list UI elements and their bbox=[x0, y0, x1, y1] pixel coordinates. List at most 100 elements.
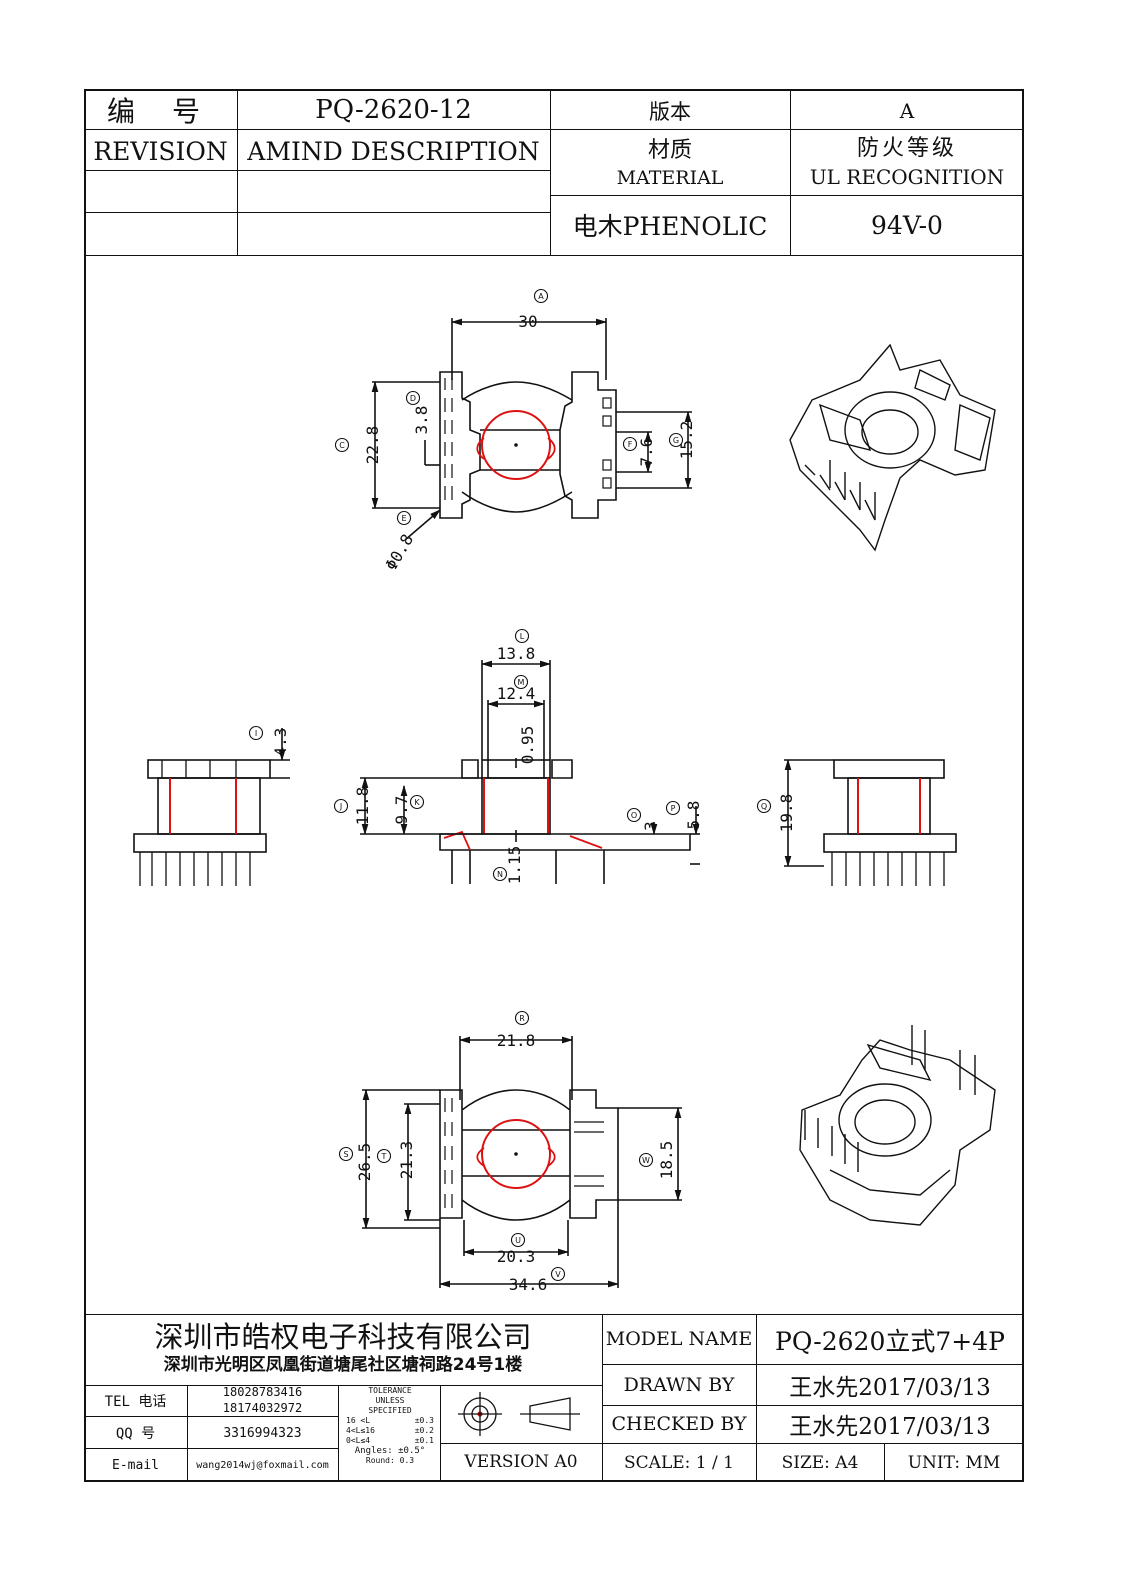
dim-w: 18.5 bbox=[657, 1141, 676, 1180]
tolerance-line-1: TOLERANCE bbox=[368, 1386, 412, 1395]
balloon-o: O bbox=[626, 807, 642, 823]
svg-text:G: G bbox=[673, 436, 679, 445]
fire-en: UL RECOGNITION bbox=[809, 165, 1005, 189]
tel-1: 18028783416 bbox=[222, 1385, 303, 1399]
balloon-k: K bbox=[409, 794, 425, 810]
model-name-label: MODEL NAME bbox=[605, 1328, 753, 1350]
dim-a: 30 bbox=[518, 312, 537, 331]
material-value: 电木PHENOLIC bbox=[572, 212, 768, 241]
svg-text:U: U bbox=[515, 1236, 521, 1245]
top-isometric-view bbox=[789, 343, 996, 552]
number-label: 编 号 bbox=[107, 94, 214, 128]
drawing-frame bbox=[84, 89, 1024, 1482]
part-number: PQ-2620-12 bbox=[315, 94, 472, 125]
fire-value: 94V-0 bbox=[871, 210, 943, 240]
dim-m: 12.4 bbox=[497, 684, 536, 703]
bottom-view bbox=[362, 1036, 682, 1288]
svg-text:E: E bbox=[401, 514, 406, 523]
svg-text:I: I bbox=[255, 729, 257, 738]
svg-text:S: S bbox=[343, 1150, 348, 1159]
company-name: 深圳市皓权电子科技有限公司 bbox=[154, 1320, 532, 1354]
balloon-g: G bbox=[668, 432, 684, 448]
balloon-c: C bbox=[334, 437, 350, 453]
dim-f: 7.6 bbox=[637, 438, 656, 467]
balloon-a: A bbox=[533, 288, 549, 304]
balloon-t: T bbox=[376, 1148, 392, 1164]
dim-k: 9.7 bbox=[392, 796, 411, 825]
drawn-by-label: DRAWN BY bbox=[623, 1374, 735, 1396]
balloon-j: J bbox=[333, 798, 349, 814]
svg-text:N: N bbox=[497, 870, 503, 879]
dim-j: 11.8 bbox=[353, 787, 372, 826]
balloon-v: V bbox=[550, 1266, 566, 1282]
model-name-value: PQ-2620立式7+4P bbox=[775, 1327, 1005, 1356]
dim-l: 13.8 bbox=[497, 644, 536, 663]
dim-q: 19.8 bbox=[777, 794, 796, 833]
drawn-by-value: 王水先2017/03/13 bbox=[789, 1375, 991, 1401]
round: Round: 0.3 bbox=[365, 1456, 415, 1465]
balloon-n: N bbox=[492, 866, 508, 882]
balloon-s: S bbox=[338, 1146, 354, 1162]
dim-c: 22.8 bbox=[363, 426, 382, 465]
side-view-right bbox=[784, 758, 957, 886]
balloon-p: P bbox=[665, 800, 681, 816]
checked-by-value: 王水先2017/03/13 bbox=[789, 1414, 991, 1440]
fire-cn: 防火等级 bbox=[856, 136, 957, 161]
dim-i: 4.3 bbox=[271, 728, 290, 757]
material-en: MATERIAL bbox=[616, 167, 724, 189]
svg-text:T: T bbox=[381, 1152, 387, 1161]
dim-d: 3.8 bbox=[412, 406, 431, 435]
balloon-m: M bbox=[513, 674, 529, 690]
size: SIZE: A4 bbox=[781, 1452, 859, 1473]
amind-label: AMIND DESCRIPTION bbox=[247, 136, 540, 166]
email-label: E-mail bbox=[112, 1457, 159, 1473]
checked-by-label: CHECKED BY bbox=[611, 1413, 747, 1435]
version-a0: VERSION A0 bbox=[464, 1452, 578, 1472]
balloon-e: E bbox=[396, 510, 412, 526]
dim-g: 15.2 bbox=[677, 421, 696, 460]
projection-symbol bbox=[458, 1392, 580, 1436]
svg-text:V: V bbox=[555, 1270, 561, 1279]
svg-text:P: P bbox=[671, 804, 676, 813]
svg-text:D: D bbox=[410, 394, 416, 403]
tel-2: 18174032972 bbox=[222, 1401, 303, 1415]
svg-text:J: J bbox=[339, 802, 342, 811]
svg-text:C: C bbox=[339, 441, 345, 450]
side-view-left bbox=[133, 728, 290, 886]
balloon-r: R bbox=[514, 1010, 530, 1026]
front-view-center bbox=[360, 660, 700, 884]
dim-r: 21.8 bbox=[497, 1031, 536, 1050]
dim-e: Φ0.8 bbox=[381, 531, 417, 574]
dim-s: 26.5 bbox=[355, 1143, 374, 1182]
svg-text:L: L bbox=[520, 632, 525, 641]
balloon-l: L bbox=[514, 628, 530, 644]
version-label: 版本 bbox=[649, 99, 691, 124]
balloon-u: U bbox=[510, 1232, 526, 1248]
email-value[interactable]: wang2014wj@foxmail.com bbox=[196, 1459, 329, 1471]
balloon-q: Q bbox=[756, 798, 772, 814]
unit: UNIT: MM bbox=[907, 1452, 1001, 1473]
balloon-d: D bbox=[405, 390, 421, 406]
balloon-i: I bbox=[248, 725, 264, 741]
svg-text:O: O bbox=[631, 811, 637, 820]
dim-x: 0.95 bbox=[518, 726, 537, 765]
company-address: 深圳市光明区凤凰街道塘尾社区塘祠路24号1楼 bbox=[163, 1354, 523, 1375]
angles: Angles: ±0.5° bbox=[354, 1446, 426, 1456]
top-view bbox=[371, 318, 692, 541]
revision-label: REVISION bbox=[93, 136, 228, 166]
tolerance-line-3: SPECIFIED bbox=[368, 1406, 412, 1415]
tolerance-block: TOLERANCE UNLESS SPECIFIED 16 <L±0.3 4<L… bbox=[340, 1386, 440, 1481]
bottom-isometric-view bbox=[799, 1025, 996, 1226]
dim-t: 21.3 bbox=[397, 1141, 416, 1180]
balloon-f: F bbox=[622, 436, 638, 452]
qq-value: 3316994323 bbox=[223, 1425, 302, 1441]
version-value: A bbox=[899, 98, 915, 123]
dim-o: 3 bbox=[641, 821, 660, 831]
svg-text:R: R bbox=[519, 1014, 525, 1023]
svg-text:M: M bbox=[518, 678, 525, 687]
dim-v: 34.6 bbox=[509, 1275, 548, 1294]
dim-n: 1.15 bbox=[505, 846, 524, 885]
tel-label: TEL 电话 bbox=[104, 1394, 167, 1410]
svg-text:K: K bbox=[414, 798, 420, 807]
